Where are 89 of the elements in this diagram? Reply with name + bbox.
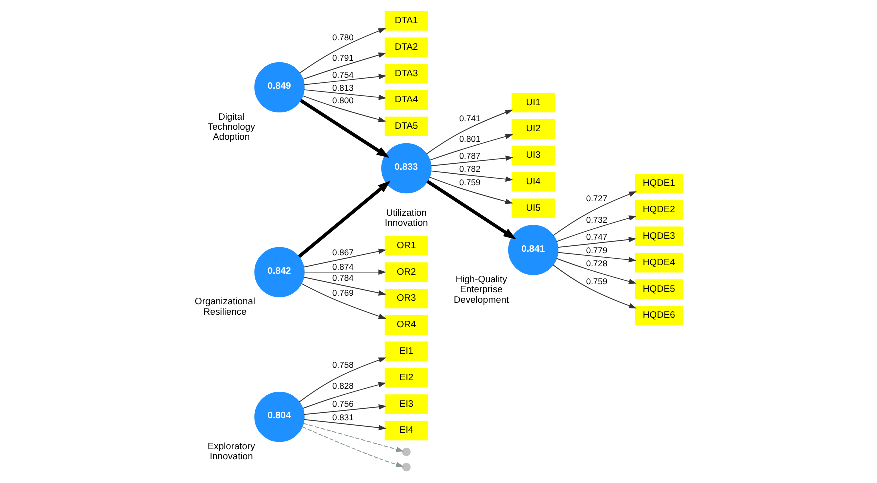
arrow bbox=[557, 237, 636, 248]
node-circle: 0.842 bbox=[254, 247, 304, 298]
arrow bbox=[303, 276, 386, 296]
arrow bbox=[302, 426, 404, 468]
node-box: UI1 bbox=[511, 93, 555, 113]
edge-label: 0.800 bbox=[332, 96, 354, 106]
arrow bbox=[429, 134, 513, 161]
node-label: Organizational Resilience bbox=[194, 296, 255, 317]
edge-label: 0.831 bbox=[332, 412, 354, 423]
edge-label: 0.791 bbox=[332, 53, 354, 64]
arrow bbox=[304, 404, 386, 416]
arrow bbox=[426, 180, 516, 240]
edge-label: 0.784 bbox=[332, 272, 354, 283]
node-circle bbox=[402, 463, 410, 472]
arrow bbox=[300, 99, 390, 158]
edge-label: 0.874 bbox=[332, 262, 354, 272]
node-box: OR2 bbox=[384, 262, 428, 282]
arrow bbox=[302, 96, 386, 122]
edge-label: 0.801 bbox=[458, 134, 480, 144]
edge-label: 0.787 bbox=[458, 151, 480, 162]
node-label: High-Quality Enterprise Development bbox=[454, 274, 509, 305]
node-box: DTA3 bbox=[384, 64, 428, 84]
arrow bbox=[298, 180, 390, 258]
node-box: EI1 bbox=[384, 342, 428, 362]
edge-label: 0.813 bbox=[332, 82, 354, 93]
arrow bbox=[302, 52, 386, 80]
edge-label: 0.727 bbox=[586, 194, 608, 204]
arrow bbox=[557, 252, 636, 263]
node-box: HQDE6 bbox=[634, 306, 683, 326]
node-box: DTA5 bbox=[384, 116, 428, 137]
arrow bbox=[304, 270, 386, 276]
node-box: UI4 bbox=[511, 172, 555, 192]
node-circle: 0.804 bbox=[254, 392, 304, 442]
arrow bbox=[426, 110, 513, 155]
edge-label: 0.728 bbox=[586, 258, 608, 268]
arrow bbox=[300, 283, 386, 320]
node-box: UI3 bbox=[511, 146, 555, 166]
arrow bbox=[304, 74, 386, 86]
edge-label: 0.747 bbox=[586, 232, 608, 242]
edge-label: 0.759 bbox=[458, 178, 480, 188]
node-box: HQDE2 bbox=[634, 200, 683, 220]
edge-label: 0.741 bbox=[458, 114, 480, 124]
node-box: HQDE5 bbox=[634, 280, 683, 300]
node-box: UI2 bbox=[511, 120, 555, 140]
arrow bbox=[298, 358, 386, 403]
edge-label: 0.754 bbox=[332, 70, 354, 80]
edge-label: 0.732 bbox=[586, 214, 608, 225]
arrow bbox=[304, 419, 386, 431]
edge-label: 0.782 bbox=[458, 164, 480, 174]
edge-label: 0.756 bbox=[332, 398, 354, 409]
node-box: EI2 bbox=[384, 368, 428, 388]
node-box: OR1 bbox=[384, 236, 428, 256]
edge-label: 0.759 bbox=[586, 276, 608, 286]
arrow bbox=[556, 216, 636, 242]
node-box: UI5 bbox=[511, 198, 555, 218]
node-box: HQDE3 bbox=[634, 226, 683, 246]
node-circle: 0.849 bbox=[254, 62, 304, 113]
arrow bbox=[552, 264, 636, 309]
arrow bbox=[428, 176, 513, 204]
arrow bbox=[430, 156, 514, 166]
node-circle: 0.841 bbox=[508, 225, 558, 276]
node-label: Utilization Innovation bbox=[384, 208, 428, 228]
arrow bbox=[302, 423, 404, 452]
arrow bbox=[304, 90, 386, 100]
node-box: HQDE4 bbox=[634, 253, 683, 273]
node-box: EI3 bbox=[384, 394, 428, 414]
arrow bbox=[303, 248, 386, 268]
edge-label: 0.780 bbox=[332, 32, 354, 43]
node-label: Exploratory Innovation bbox=[207, 441, 255, 462]
node-box: HQDE1 bbox=[634, 174, 683, 194]
node-label: Digital Technology Adoption bbox=[207, 112, 255, 142]
node-box: OR3 bbox=[384, 288, 428, 309]
edge-label: 0.758 bbox=[332, 360, 354, 370]
arrow bbox=[299, 28, 386, 74]
node-box: EI4 bbox=[384, 421, 428, 441]
node-circle bbox=[402, 448, 410, 456]
node-circle: 0.833 bbox=[381, 143, 432, 194]
node-box: DTA4 bbox=[384, 90, 428, 110]
node-box: OR4 bbox=[384, 315, 428, 335]
node-box: DTA1 bbox=[384, 11, 428, 31]
arrow bbox=[552, 192, 636, 236]
edge-label: 0.828 bbox=[332, 381, 354, 392]
edge-label: 0.779 bbox=[586, 246, 608, 256]
arrow bbox=[430, 170, 513, 182]
arrow bbox=[556, 258, 636, 284]
edge-label: 0.867 bbox=[332, 247, 354, 258]
node-box: DTA2 bbox=[384, 38, 428, 58]
arrow bbox=[302, 382, 386, 410]
edge-label: 0.769 bbox=[332, 288, 354, 298]
